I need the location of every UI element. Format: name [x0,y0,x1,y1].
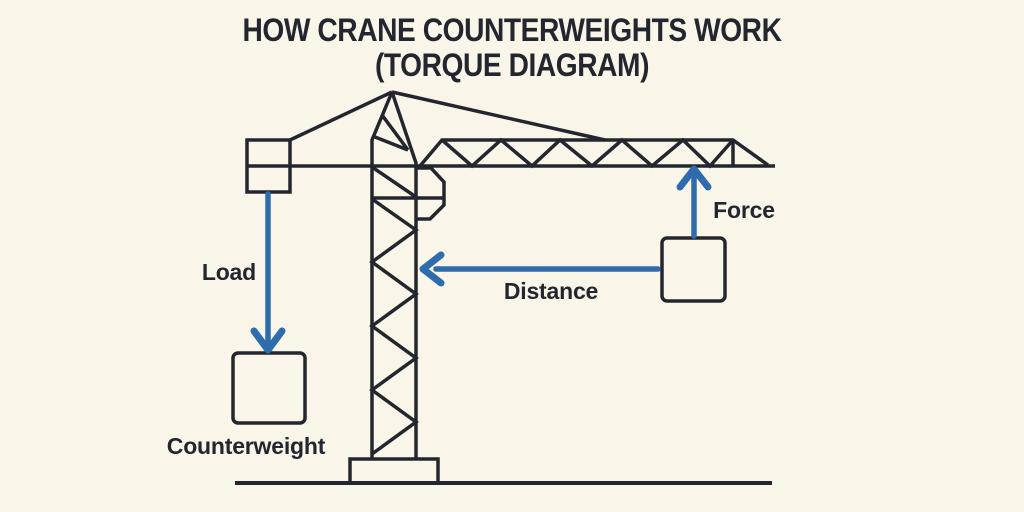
title-line-2: (TORQUE DIAGRAM) [374,47,650,83]
tower-right-leg [390,91,418,459]
jib-truss-diagonals [440,137,735,169]
crane-base [348,457,440,485]
force-label: Force [713,197,775,223]
operator-cab [416,166,446,221]
mast-braces [374,113,410,152]
load-box [660,236,727,303]
distance-arrowhead-icon [419,251,445,287]
tower-brace-top [371,165,417,199]
load-label: Load [201,259,256,285]
jib-cable [391,90,606,142]
load-arrowhead-icon [250,327,286,354]
jib-top-chord [418,138,770,168]
title-line-1: HOW CRANE COUNTERWEIGHTS WORK [242,12,782,48]
distance-label: Distance [503,278,599,304]
counterweight-box [231,351,307,425]
counterweight-label: Counterweight [166,433,326,459]
tower-lattice [369,197,420,456]
force-arrowhead-icon [676,165,712,191]
page-title: HOW CRANE COUNTERWEIGHTS WORK (TORQUE DI… [61,13,962,83]
tower-left-leg [370,91,394,459]
counterweight-cable [289,90,393,142]
